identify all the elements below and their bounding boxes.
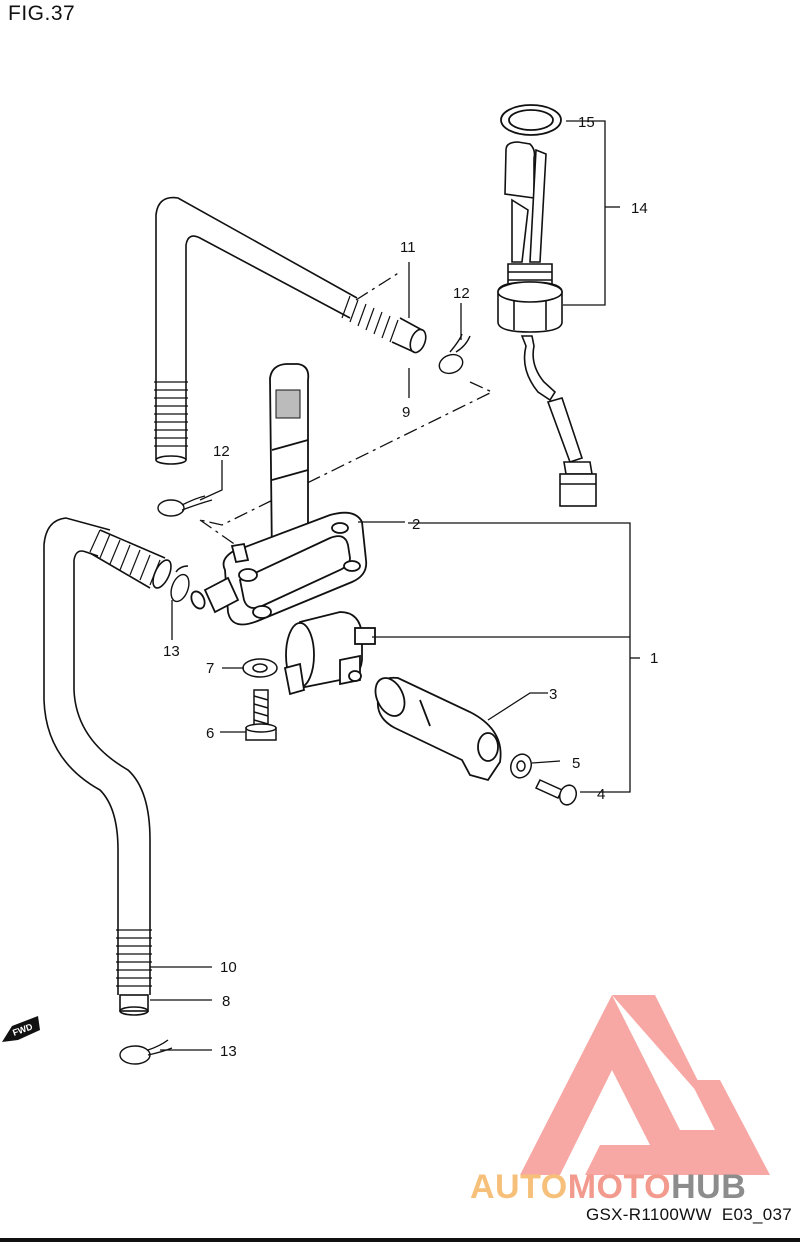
callout-2: 2	[412, 516, 420, 533]
callout-8: 8	[222, 993, 230, 1010]
diagram-reference-code: GSX-R1100WW E03_037	[586, 1205, 792, 1224]
bottom-border	[0, 1238, 800, 1242]
fwd-direction-badge: FWD	[2, 1016, 40, 1042]
washer-5	[509, 753, 533, 779]
callout-13-lower: 13	[220, 1043, 237, 1060]
callout-7: 7	[206, 660, 214, 677]
washer-7	[242, 658, 278, 678]
callout-12-lower: 12	[213, 443, 230, 460]
callout-9: 9	[402, 404, 410, 421]
callout-numbers: 1 2 3 4 5 6 7 8 9 10 11 12 12 13 13 14 1…	[163, 114, 658, 1060]
logo-part-auto: AUTO	[470, 1168, 568, 1206]
hose-clip-12-upper	[438, 333, 471, 375]
fuel-cock-lever-3	[374, 676, 502, 782]
callout-3: 3	[549, 686, 557, 703]
callout-5: 5	[572, 755, 580, 772]
callout-11: 11	[400, 239, 416, 256]
automotohub-logo-mark	[520, 995, 770, 1175]
callout-4: 4	[597, 786, 605, 803]
o-ring-15	[500, 104, 562, 136]
callout-15: 15	[578, 114, 595, 131]
automotohub-logo-text: AUTOMOTOHUB	[470, 1168, 746, 1207]
fuel-hose-9	[154, 196, 427, 465]
callout-10: 10	[220, 959, 237, 976]
screw-6	[245, 689, 277, 741]
fuel-hose-10	[43, 517, 172, 1016]
logo-part-hub: HUB	[671, 1168, 747, 1206]
callout-12-upper: 12	[453, 285, 470, 302]
callout-1: 1	[650, 650, 658, 667]
figure-title: FIG.37	[8, 2, 76, 25]
fuel-level-gauge-14	[497, 141, 597, 507]
callout-13-upper: 13	[163, 643, 180, 660]
hose-clip-12-lower	[157, 495, 213, 517]
callout-leaders	[150, 120, 640, 1051]
callout-6: 6	[206, 725, 214, 742]
callout-14: 14	[631, 200, 648, 217]
logo-part-moto: MOTO	[567, 1168, 672, 1206]
fuel-cock-body	[190, 363, 376, 696]
hose-clip-13-upper	[170, 565, 190, 603]
screw-4	[534, 779, 578, 806]
hose-clip-13-lower	[119, 1039, 173, 1065]
assembly-guide-lines	[199, 271, 494, 549]
